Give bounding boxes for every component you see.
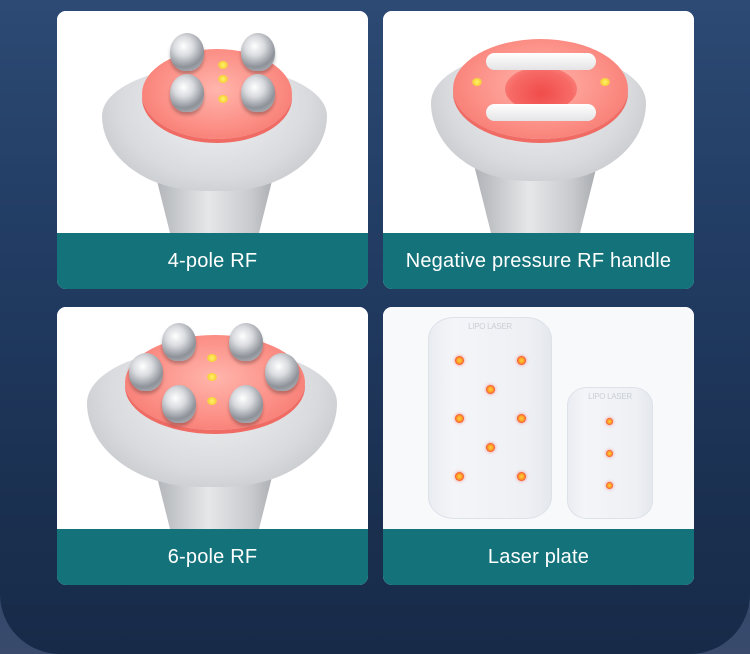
- product-image-negative-pressure-rf: [383, 11, 694, 233]
- electrode-ball: [229, 323, 263, 361]
- plate-label: LIPO LASER: [588, 392, 632, 401]
- card-caption: 6-pole RF: [57, 529, 368, 585]
- laser-dot: [455, 356, 464, 365]
- led-icon: [207, 354, 217, 362]
- card-caption: Laser plate: [383, 529, 694, 585]
- laser-plate-large: LIPO LASER: [428, 317, 552, 519]
- product-image-4-pole-rf: [57, 11, 368, 233]
- laser-dot: [455, 472, 464, 481]
- laser-dot: [606, 482, 613, 489]
- electrode-ball: [265, 353, 299, 391]
- electrode-ball: [229, 385, 263, 423]
- laser-dot: [606, 418, 613, 425]
- electrode-ball: [162, 385, 196, 423]
- led-icon: [218, 95, 228, 103]
- laser-plate-small: LIPO LASER: [567, 387, 653, 519]
- plate-label: LIPO LASER: [468, 322, 512, 331]
- laser-dot: [606, 450, 613, 457]
- card-caption: Negative pressure RF handle: [383, 233, 694, 289]
- led-icon: [472, 78, 482, 86]
- laser-dot: [517, 472, 526, 481]
- product-card-6-pole-rf[interactable]: 6-pole RF: [57, 307, 368, 585]
- electrode-ball: [170, 74, 204, 112]
- product-card-laser-plate[interactable]: LIPO LASER LIPO LASER Laser plate: [383, 307, 694, 585]
- laser-dot: [486, 443, 495, 452]
- laser-dot: [517, 356, 526, 365]
- electrode-ball: [129, 353, 163, 391]
- led-icon: [207, 373, 217, 381]
- led-icon: [600, 78, 610, 86]
- product-image-6-pole-rf: [57, 307, 368, 529]
- electrode-ball: [241, 74, 275, 112]
- product-card-4-pole-rf[interactable]: 4-pole RF: [57, 11, 368, 289]
- laser-dot: [486, 385, 495, 394]
- suction-hole: [505, 67, 577, 111]
- electrode-ball: [162, 323, 196, 361]
- laser-dot: [517, 414, 526, 423]
- card-caption: 4-pole RF: [57, 233, 368, 289]
- laser-dot: [455, 414, 464, 423]
- electrode-pad: [486, 53, 596, 70]
- led-icon: [207, 397, 217, 405]
- product-card-negative-pressure-rf[interactable]: Negative pressure RF handle: [383, 11, 694, 289]
- led-icon: [218, 75, 228, 83]
- led-icon: [218, 61, 228, 69]
- electrode-ball: [170, 33, 204, 71]
- electrode-ball: [241, 33, 275, 71]
- electrode-pad: [486, 104, 596, 121]
- product-image-laser-plate: LIPO LASER LIPO LASER: [383, 307, 694, 529]
